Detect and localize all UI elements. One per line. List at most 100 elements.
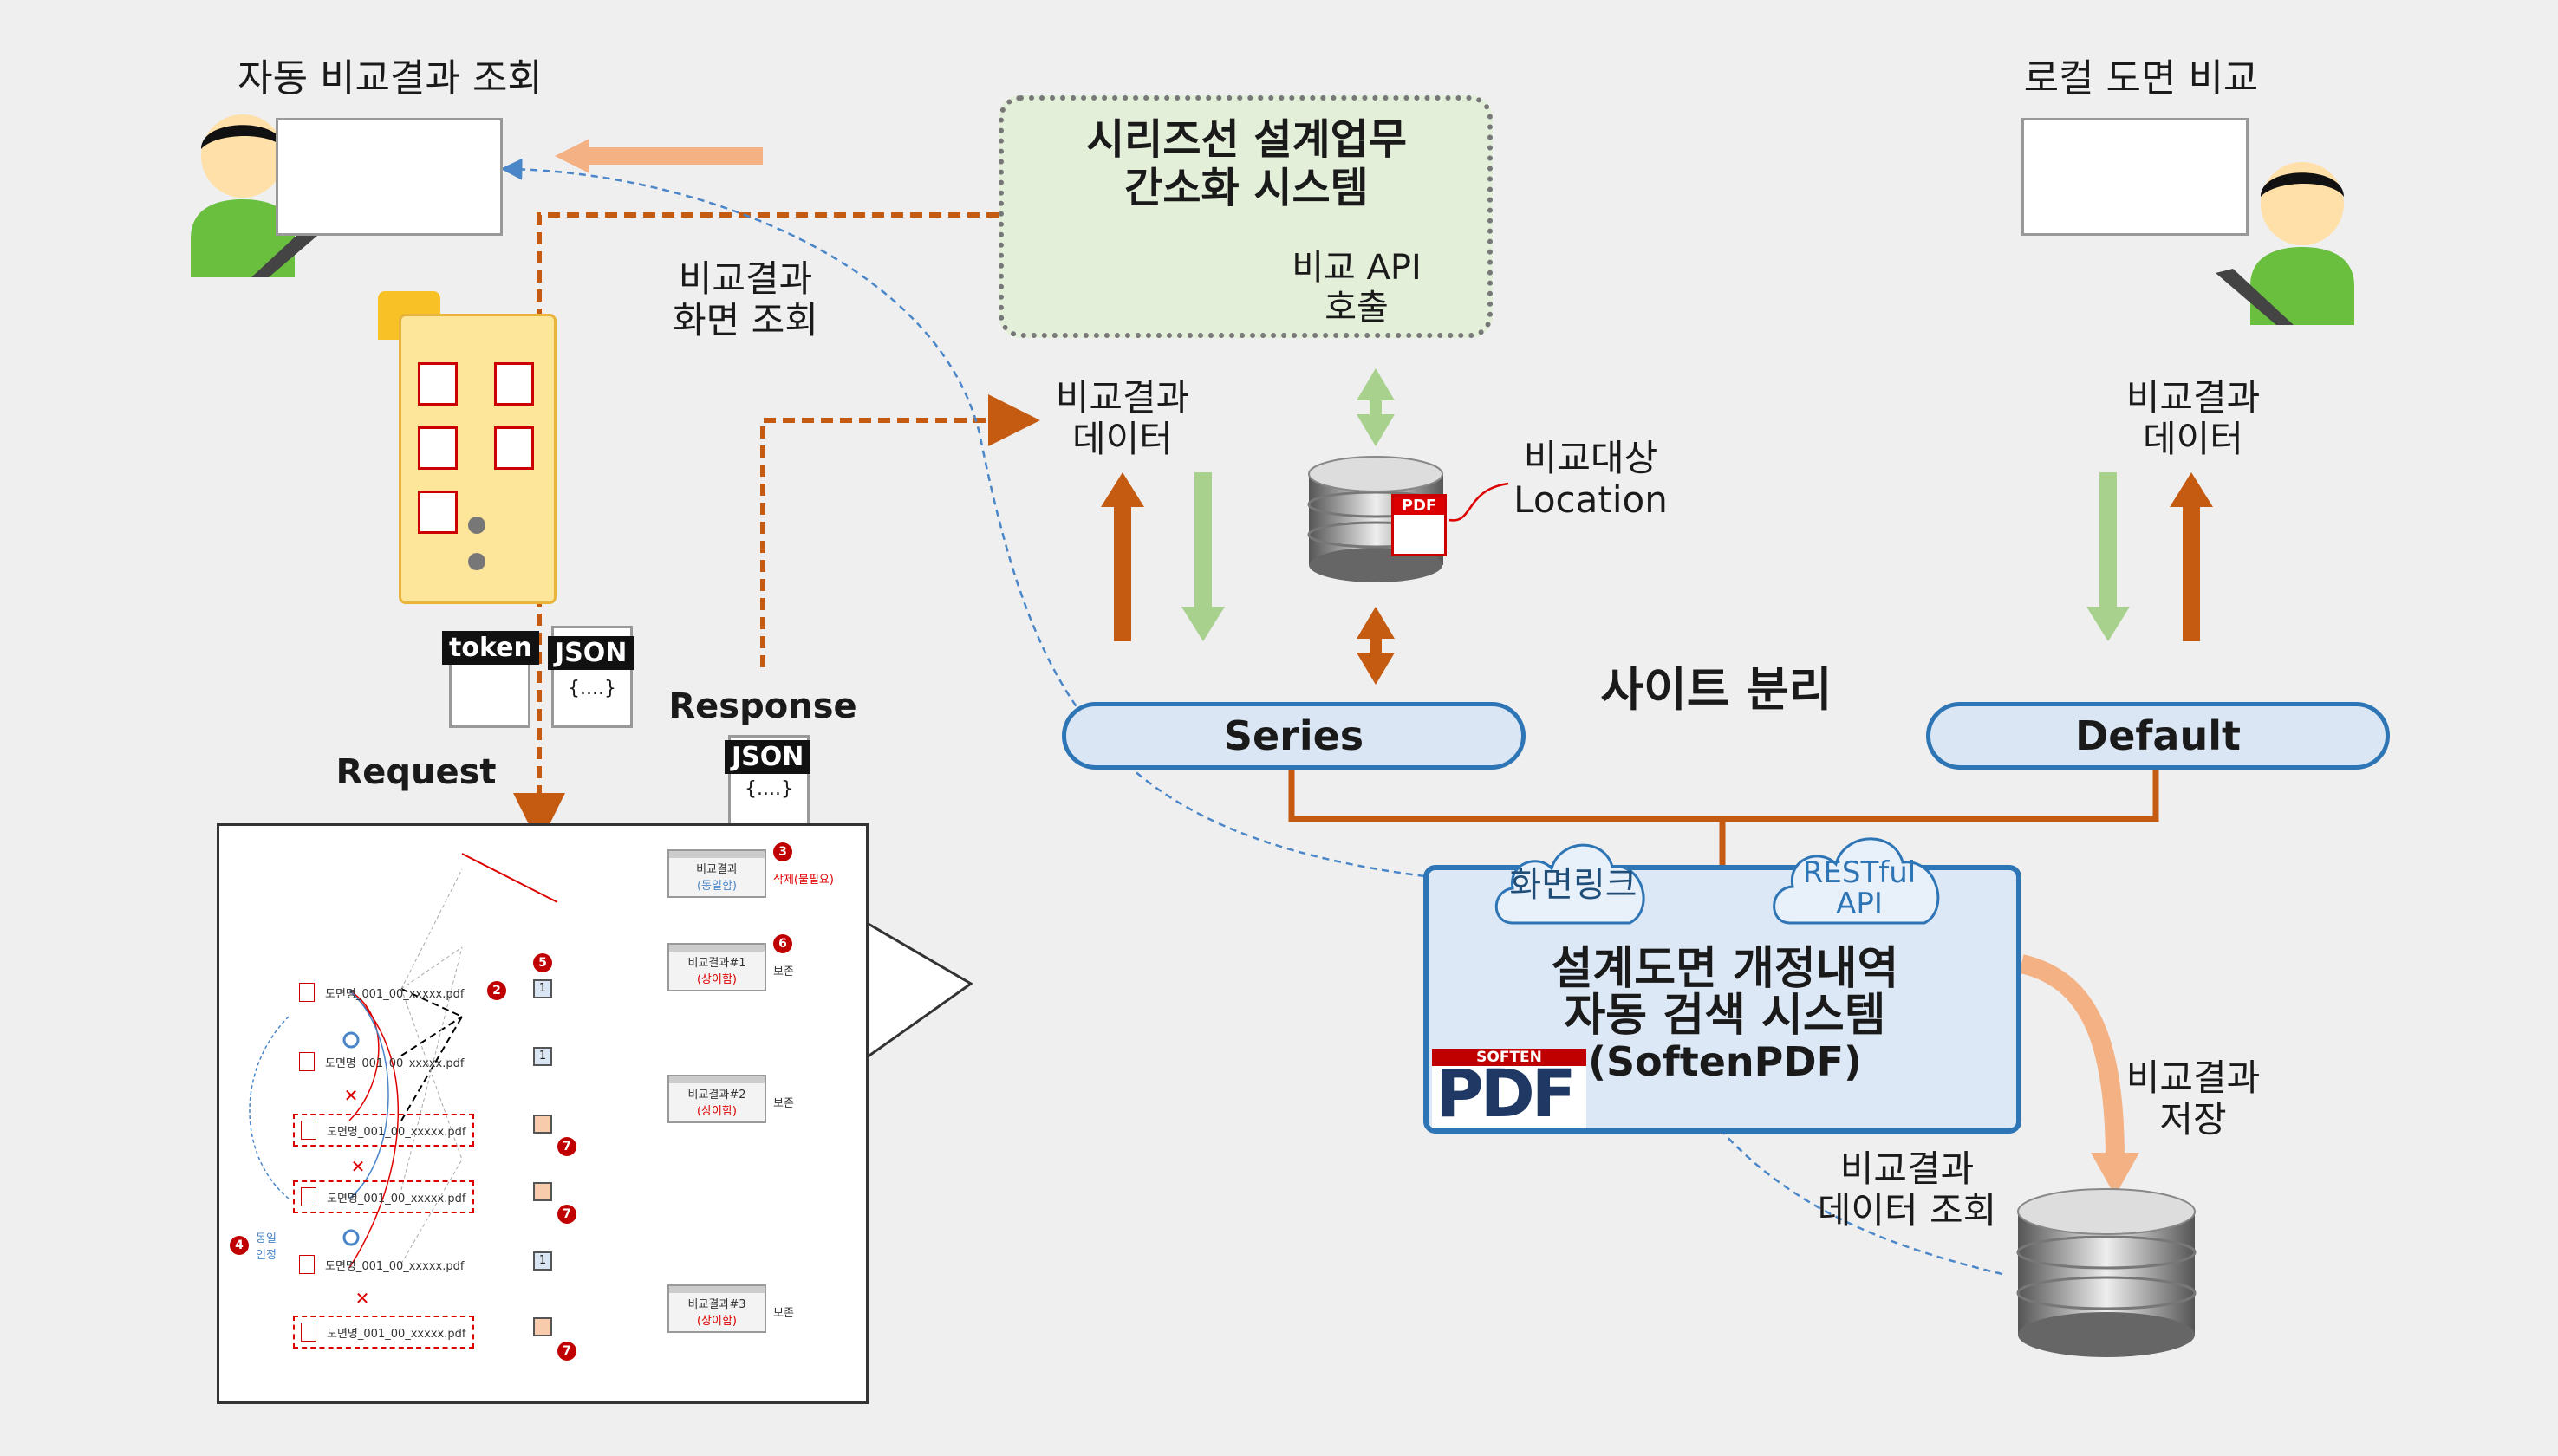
pdf-doc-tag: PDF <box>1394 497 1444 515</box>
same-confirm-label: 동일 인정 <box>256 1232 277 1262</box>
local-compare-label: 로컬 도면 비교 <box>2023 56 2259 101</box>
save-curve-arrowhead <box>2091 1153 2139 1196</box>
request-dashed-line <box>513 212 999 845</box>
folder-pdf-4 <box>494 426 534 470</box>
green-down-arrowhead-left <box>1181 607 1225 641</box>
svg-text:✕: ✕ <box>351 1156 366 1177</box>
panel-file-1-icon <box>299 983 315 1002</box>
series-system-title-1: 시리즈선 설계업무 <box>1086 115 1407 164</box>
result-card-1-title: 비교결과#1 <box>687 957 746 970</box>
badge-7a: 7 <box>557 1137 576 1156</box>
orange-up-arrowhead-right <box>2170 472 2213 507</box>
response-label: Response <box>668 686 857 726</box>
view-result-data-label: 비교결과 데이터 조회 <box>1817 1147 1997 1232</box>
user-avatar-right <box>2216 162 2354 325</box>
badge-2: 2 <box>487 981 506 1000</box>
panel-square-5: 1 <box>533 1251 552 1271</box>
result-card-1: 비교결과#1(상이함) <box>667 943 766 991</box>
main-title-1: 설계도면 개정내역 <box>1551 943 1899 995</box>
svg-text:✕: ✕ <box>355 1288 370 1309</box>
panel-square-2: 1 <box>533 1047 552 1066</box>
result-data-right-label: 비교결과 데이터 <box>2125 376 2261 461</box>
panel-file-3-name: 도면명_001_00_xxxxx.pdf <box>327 1126 466 1139</box>
logo-main-text: PDF <box>1435 1055 1577 1132</box>
panel-file-6: 도면명_001_00_xxxxx.pdf <box>293 1316 474 1349</box>
save-curve-arrow <box>2019 954 2125 1162</box>
result-data-left-label: 비교결과 데이터 <box>1055 376 1190 461</box>
response-json-tag: JSON <box>725 740 811 774</box>
panel-file-5-name: 도면명_001_00_xxxxx.pdf <box>325 1260 465 1273</box>
panel-file-2-name: 도면명_001_00_xxxxx.pdf <box>325 1057 465 1070</box>
panel-file-1-name: 도면명_001_00_xxxxx.pdf <box>325 988 465 1001</box>
result-card-3-note: 보존 <box>773 1307 794 1320</box>
result-card-2: 비교결과#2 (상이함) <box>667 1075 766 1123</box>
request-json-tag: JSON <box>548 636 635 670</box>
panel-callout-pointer <box>865 920 973 1060</box>
restful-api-cloud-icon <box>1773 837 1940 925</box>
response-json-braces: {....} <box>745 778 793 800</box>
folder-pdf-5 <box>418 491 458 534</box>
result-card-2-note: 보존 <box>773 1097 794 1110</box>
folder-pdf-2 <box>494 362 534 406</box>
green-down-arrowhead-right <box>2086 607 2130 641</box>
panel-file-5-icon <box>299 1255 315 1274</box>
panel-connectors: ✕ ✕ ✕ <box>249 853 558 1309</box>
auto-view-label: 자동 비교결과 조회 <box>238 56 543 101</box>
result-card-2-sub: (상이함) <box>696 1105 738 1118</box>
panel-square-3 <box>533 1115 552 1134</box>
folder-pdf-3 <box>418 426 458 470</box>
main-title-3: (SoftenPDF) <box>1587 1038 1863 1085</box>
result-card-3-sub: (상이함) <box>696 1315 738 1328</box>
softenpdf-logo: SOFTEN PDF <box>1432 1049 1586 1128</box>
series-system-title-2: 간소화 시스템 <box>1124 164 1369 212</box>
compare-location-label: 비교대상 Location <box>1513 437 1668 522</box>
panel-file-4: 도면명_001_00_xxxxx.pdf <box>293 1180 474 1213</box>
result-card-0-note: 삭제(불필요) <box>773 874 834 887</box>
logo-top-text: SOFTEN <box>1432 1049 1586 1066</box>
screen-link-curve <box>500 158 1522 887</box>
user-avatar-left <box>191 114 329 277</box>
badge-7b: 7 <box>557 1205 576 1224</box>
series-system-box <box>999 95 1493 338</box>
badge-6: 6 <box>773 934 792 953</box>
badge-7c: 7 <box>557 1342 576 1361</box>
result-card-2-title: 비교결과#2 <box>687 1089 746 1102</box>
result-card-0: 비교결과 (동일함) <box>667 849 766 898</box>
panel-file-6-icon <box>301 1323 316 1342</box>
monitor-screen-right <box>2021 118 2249 236</box>
token-tag: token <box>442 631 539 665</box>
result-card-1-note: 보존 <box>773 965 794 978</box>
save-result-label: 비교결과 저장 <box>2125 1056 2261 1141</box>
salmon-arrow-head <box>555 139 589 173</box>
compare-api-label: 비교 API 호출 <box>1292 248 1422 328</box>
orange-up-arrowhead-left <box>1101 472 1144 507</box>
panel-file-2-icon <box>299 1052 315 1071</box>
site-split-label: 사이트 분리 <box>1600 662 1832 717</box>
result-card-3-title: 비교결과#3 <box>687 1298 746 1311</box>
panel-file-4-icon <box>301 1187 316 1206</box>
location-connector <box>1448 482 1509 522</box>
ellipsis-dot-1 <box>468 517 485 534</box>
series-site: Series <box>1062 702 1526 770</box>
green-double-arrowhead-down <box>1357 414 1395 446</box>
panel-square-6 <box>533 1317 552 1336</box>
folder-pdf-1 <box>418 362 458 406</box>
panel-square-4 <box>533 1182 552 1201</box>
panel-file-1: 도면명_001_00_xxxxx.pdf <box>299 978 477 1007</box>
ellipsis-dot-2 <box>468 553 485 570</box>
panel-file-3-icon <box>301 1121 316 1140</box>
result-card-0-sub: (동일함) <box>696 880 738 893</box>
orange-double-arrowhead-up <box>1357 607 1395 639</box>
orange-double-arrowhead-down <box>1357 653 1395 685</box>
badge-3: 3 <box>773 842 792 861</box>
default-site: Default <box>1926 702 2390 770</box>
svg-text:✕: ✕ <box>344 1085 359 1106</box>
main-title-2: 자동 검색 시스템 <box>1564 990 1886 1042</box>
badge-4: 4 <box>230 1236 249 1255</box>
request-label: Request <box>335 752 497 792</box>
monitor-screen-left <box>276 118 503 236</box>
result-card-0-title: 비교결과 <box>696 863 738 876</box>
result-database-icon <box>2016 1188 2197 1357</box>
